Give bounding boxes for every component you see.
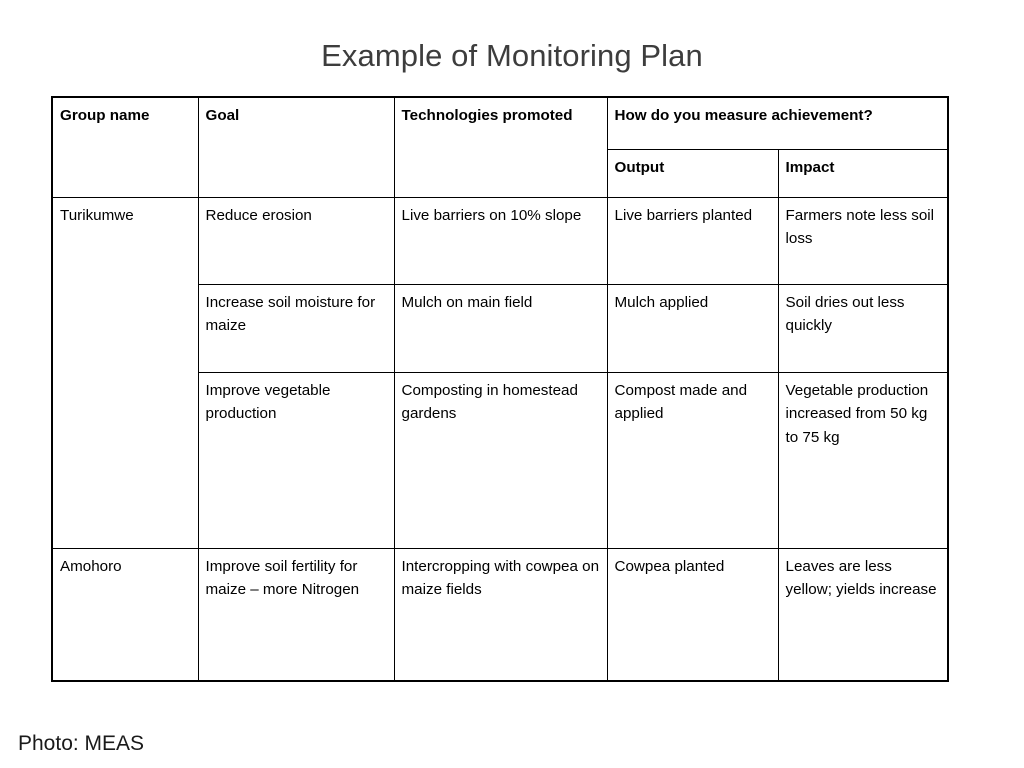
table-row: Turikumwe Reduce erosion Live barriers o… [51, 196, 949, 549]
monitoring-plan-table-container: Group name Goal Technologies promoted Ho… [51, 96, 950, 682]
table-row: Increase soil moisture for maize Mulch o… [52, 283, 949, 373]
cell-goal: Increase soil moisture for maize [197, 283, 395, 373]
photo-credit: Photo: MEAS [18, 732, 145, 755]
table-header: Group name Goal Technologies promoted Ho… [51, 96, 949, 198]
page-title: Example of Monitoring Plan [321, 38, 703, 73]
cell-impact: Leaves are less yellow; yields increase [777, 547, 949, 682]
cell-technologies: Intercropping with cowpea on maize field… [393, 547, 608, 682]
monitoring-plan-table: Group name Goal Technologies promoted Ho… [51, 96, 950, 682]
column-header-impact: Impact [777, 148, 949, 198]
column-header-group-name: Group name [51, 96, 199, 198]
cell-group-name-amohoro: Amohoro [51, 547, 199, 682]
column-header-technologies-promoted: Technologies promoted [393, 96, 608, 198]
cell-goal: Reduce erosion [197, 196, 395, 285]
cell-output: Live barriers planted [606, 196, 779, 285]
column-header-goal: Goal [197, 96, 395, 198]
cell-output: Compost made and applied [606, 371, 779, 549]
cell-technologies: Live barriers on 10% slope [393, 196, 608, 285]
cell-impact: Farmers note less soil loss [777, 196, 949, 285]
table-header-row-sub: Output Impact [52, 148, 949, 198]
cell-goal: Improve soil fertility for maize – more … [197, 547, 395, 682]
cell-output: Mulch applied [606, 283, 779, 373]
cell-impact: Soil dries out less quickly [777, 283, 949, 373]
cell-technologies: Mulch on main field [393, 283, 608, 373]
table-body: Turikumwe Reduce erosion Live barriers o… [51, 196, 949, 682]
table-row: Amohoro Improve soil fertility for maize… [51, 547, 949, 682]
table-header-row-main: Group name Goal Technologies promoted Ho… [51, 96, 949, 198]
cell-goal: Improve vegetable production [197, 371, 395, 549]
column-header-output: Output [606, 148, 779, 198]
cell-group-name-turikumwe: Turikumwe [51, 196, 199, 549]
cell-technologies: Composting in homestead gardens [393, 371, 608, 549]
cell-impact: Vegetable production increased from 50 k… [777, 371, 949, 549]
cell-output: Cowpea planted [606, 547, 779, 682]
table-row: Improve vegetable production Composting … [52, 371, 949, 549]
column-header-how-do-you-measure-achievement: How do you measure achievement? [606, 96, 949, 150]
